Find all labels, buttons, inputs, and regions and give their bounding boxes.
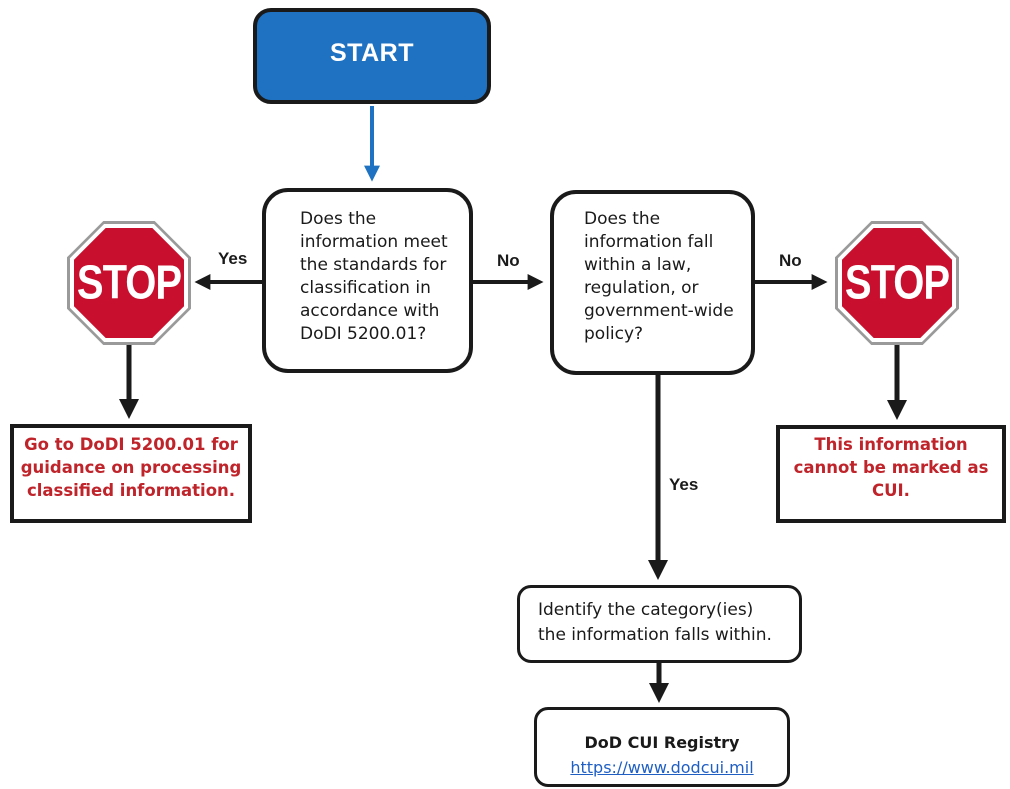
edge-label-q2-no: No bbox=[779, 251, 802, 270]
identify-category-box: Identify the category(ies) the informati… bbox=[517, 585, 802, 663]
stop-text: STOP bbox=[844, 256, 950, 309]
edge-label-q1-no: No bbox=[497, 251, 520, 270]
guidance-line: guidance on processing bbox=[20, 458, 242, 477]
question-line: regulation, or bbox=[584, 278, 699, 298]
not-cui-line: This information bbox=[814, 435, 968, 454]
edge-label-q1-yes: Yes bbox=[218, 249, 248, 268]
not-cui-box: This information cannot be marked as CUI… bbox=[776, 425, 1006, 523]
question-line: accordance with bbox=[300, 301, 440, 321]
question-line: within a law, bbox=[584, 255, 692, 275]
not-cui-line: CUI. bbox=[872, 481, 910, 500]
category-line: Identify the category(ies) bbox=[538, 600, 754, 620]
stop-sign-right: STOP bbox=[835, 221, 959, 345]
question-line: DoDI 5200.01? bbox=[300, 324, 427, 344]
registry-link[interactable]: https://www.dodcui.mil bbox=[570, 758, 754, 777]
registry-title: DoD CUI Registry bbox=[584, 733, 740, 752]
question-line: Does the bbox=[300, 209, 377, 229]
question-classification: Does the information meet the standards … bbox=[262, 188, 473, 373]
start-node: START bbox=[253, 8, 491, 104]
classified-guidance-box: Go to DoDI 5200.01 for guidance on proce… bbox=[10, 424, 252, 523]
question-line: policy? bbox=[584, 324, 644, 344]
edge-label-q2-yes: Yes bbox=[669, 475, 699, 494]
stop-octagon-icon bbox=[835, 221, 959, 345]
guidance-line: Go to DoDI 5200.01 for bbox=[24, 435, 238, 454]
guidance-line: classified information. bbox=[26, 481, 236, 500]
cui-registry-box: DoD CUI Registry https://www.dodcui.mil bbox=[534, 707, 790, 787]
question-line: information fall bbox=[584, 232, 714, 252]
question-line: the standards for bbox=[300, 255, 447, 275]
question-line: Does the bbox=[584, 209, 661, 229]
question-line: information meet bbox=[300, 232, 448, 252]
not-cui-line: cannot be marked as bbox=[793, 458, 989, 477]
category-line: the information falls within. bbox=[538, 625, 772, 645]
stop-text: STOP bbox=[76, 256, 182, 309]
question-line: classification in bbox=[300, 278, 431, 298]
stop-sign-left: STOP bbox=[67, 221, 191, 345]
start-label: START bbox=[330, 39, 414, 67]
stop-octagon-icon bbox=[67, 221, 191, 345]
question-line: government-wide bbox=[584, 301, 734, 321]
question-law-regulation: Does the information fall within a law, … bbox=[550, 190, 755, 375]
